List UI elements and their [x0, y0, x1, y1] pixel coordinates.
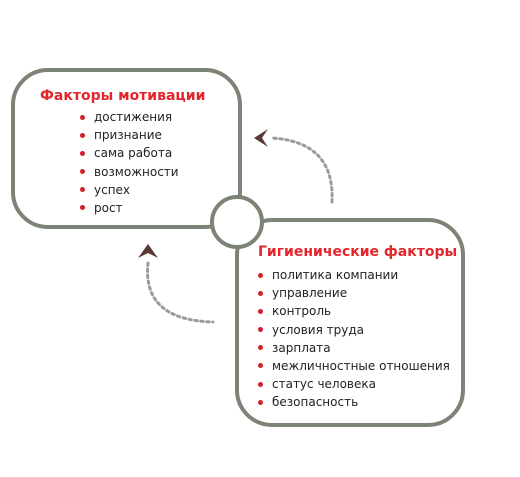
list-item: признание	[80, 126, 179, 144]
list-item: статус человека	[258, 375, 450, 393]
list-item: зарплата	[258, 339, 450, 357]
list-item: контроль	[258, 302, 450, 320]
bullet-dot-icon	[80, 114, 85, 120]
bullet-dot-icon	[258, 308, 263, 314]
list-item-label: межличностные отношения	[272, 358, 450, 373]
motivation-title: Факторы мотивации	[40, 88, 206, 104]
bullet-dot-icon	[258, 363, 263, 369]
list-item-label: статус человека	[272, 377, 376, 392]
list-item: успех	[80, 181, 179, 199]
list-item-label: безопасность	[272, 395, 359, 410]
bullet-dot-icon	[80, 205, 85, 211]
list-item: достижения	[80, 108, 179, 126]
list-item: политика компании	[258, 266, 450, 284]
list-item: рост	[80, 199, 179, 217]
list-item: возможности	[80, 163, 179, 181]
list-item: сама работа	[80, 144, 179, 162]
list-item-label: условия труда	[272, 322, 364, 337]
bullet-dot-icon	[80, 169, 85, 175]
list-item-label: зарплата	[272, 340, 331, 355]
bullet-dot-icon	[258, 381, 263, 387]
list-item-label: контроль	[272, 304, 332, 319]
list-item-label: достижения	[94, 110, 173, 124]
motivation-list: достижения признание сама работа возможн…	[80, 108, 179, 217]
bullet-dot-icon	[258, 345, 263, 351]
list-item-label: рост	[94, 200, 123, 215]
dotted-arc-top	[270, 136, 334, 204]
bullet-dot-icon	[258, 290, 263, 296]
list-item: управление	[258, 284, 450, 302]
center-circle	[210, 195, 264, 249]
bullet-dot-icon	[80, 132, 85, 138]
hygiene-frame	[235, 218, 465, 427]
list-item-label: управление	[272, 286, 348, 301]
list-item: межличностные отношения	[258, 357, 450, 375]
list-item: условия труда	[258, 321, 450, 339]
dotted-arc-bottom	[146, 261, 215, 324]
list-item-label: сама работа	[94, 146, 173, 161]
list-item-label: возможности	[94, 164, 179, 179]
list-item-label: политика компании	[272, 268, 399, 282]
hygiene-title: Гигиенические факторы	[258, 244, 458, 260]
hygiene-list: политика компании управление контроль ус…	[258, 266, 450, 412]
list-item: безопасность	[258, 393, 450, 411]
bullet-dot-icon	[258, 272, 263, 278]
bullet-dot-icon	[258, 327, 263, 333]
bullet-dot-icon	[258, 399, 263, 405]
bullet-dot-icon	[80, 150, 85, 156]
motivation-frame	[11, 68, 242, 229]
chevron-up-icon	[138, 244, 158, 258]
list-item-label: признание	[94, 128, 162, 143]
bullet-dot-icon	[80, 187, 85, 193]
list-item-label: успех	[94, 182, 131, 197]
chevron-left-icon	[254, 129, 268, 147]
